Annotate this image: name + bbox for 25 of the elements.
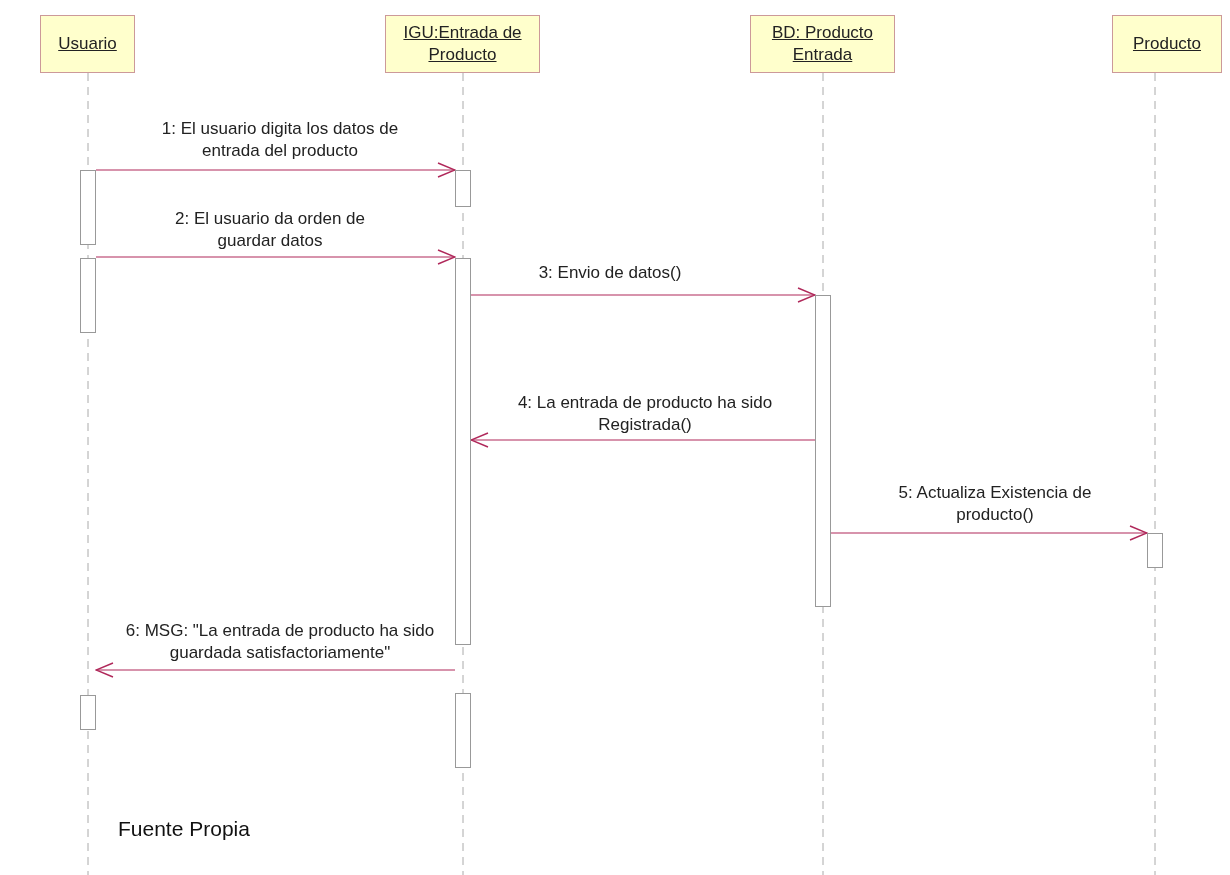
activation-bar — [80, 695, 96, 730]
message-arrow — [95, 249, 456, 265]
message-arrow — [470, 432, 816, 448]
message-label: 2: El usuario da orden de guardar datos — [174, 208, 366, 253]
participant-box: Producto — [1112, 15, 1222, 73]
activation-bar — [80, 170, 96, 245]
message-arrow — [470, 287, 816, 303]
activation-bar — [1147, 533, 1163, 568]
message-arrow — [95, 162, 456, 178]
message-label: 5: Actualiza Existencia de producto() — [897, 482, 1093, 527]
message-arrow — [830, 525, 1148, 541]
message-label: 6: MSG: "La entrada de producto ha sido guardada satisfactoriamente" — [124, 620, 436, 665]
activation-bar — [455, 170, 471, 207]
activation-bar — [80, 258, 96, 333]
message-arrow — [95, 662, 456, 678]
message-label: 4: La entrada de producto ha sido Registrada() — [516, 392, 774, 437]
activation-bar — [815, 295, 831, 607]
activation-bar — [455, 258, 471, 645]
participant-box: BD: Producto Entrada — [750, 15, 895, 73]
message-label: 3: Envio de datos() — [537, 262, 683, 284]
participant-box: IGU:Entrada de Producto — [385, 15, 540, 73]
participant-box: Usuario — [40, 15, 135, 73]
caption: Fuente Propia — [118, 817, 250, 841]
message-label: 1: El usuario digita los datos de entrada del producto — [160, 118, 400, 163]
activation-bar — [455, 693, 471, 768]
